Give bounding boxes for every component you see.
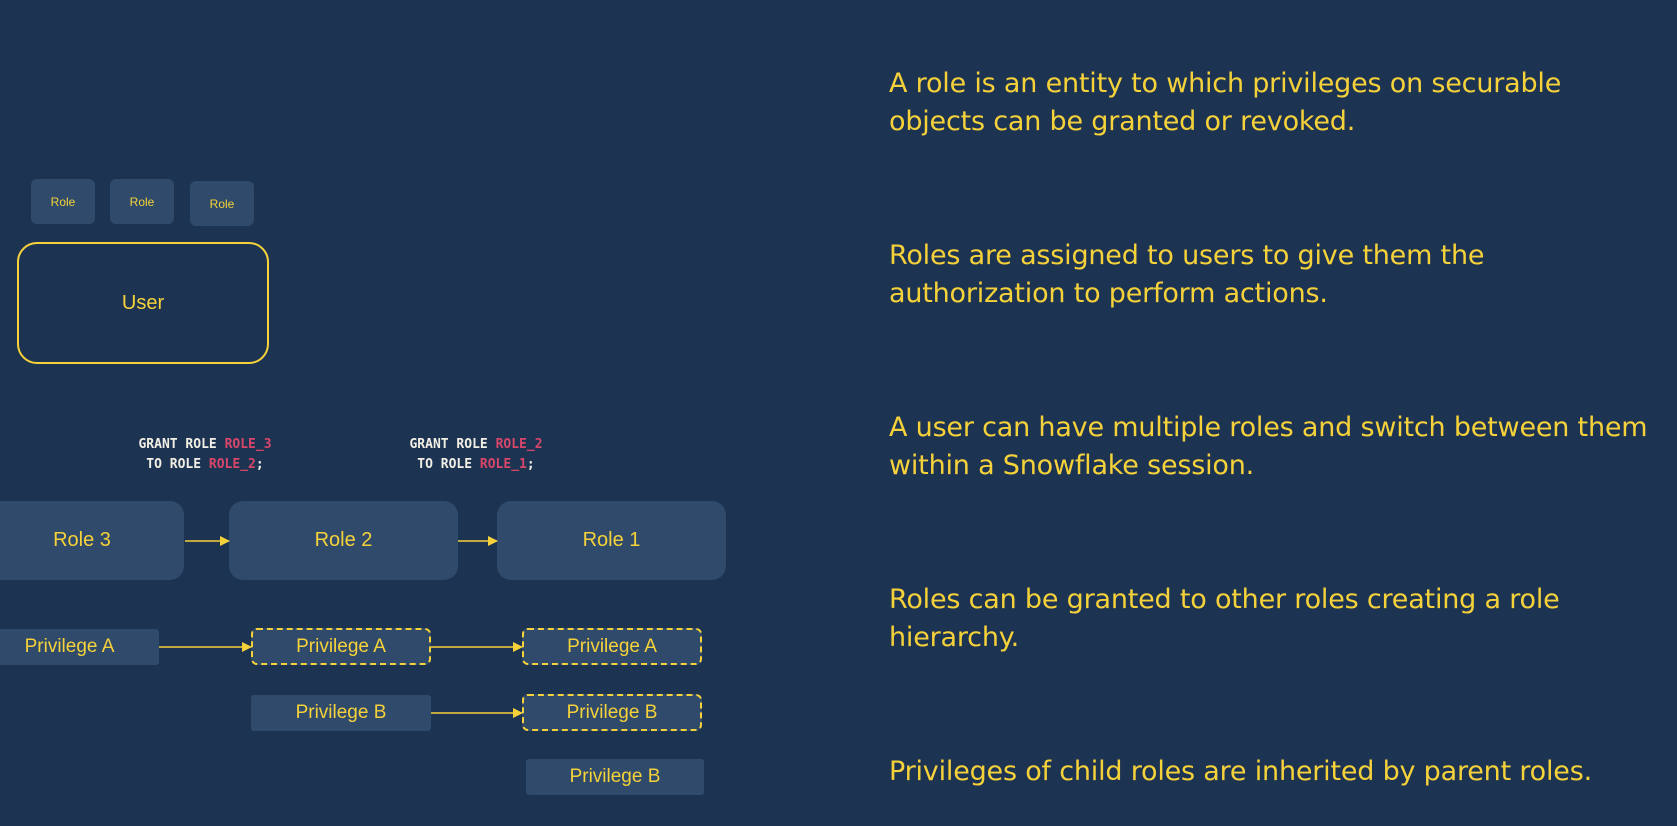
role-3-box: Role 3: [0, 501, 184, 580]
statement-5: Privileges of child roles are inherited …: [889, 756, 1592, 787]
grant-terminator: ;: [255, 457, 264, 472]
statement-2: Roles are assigned to users to give them…: [889, 240, 1485, 309]
grant-statement-1: GRANT ROLE ROLE_3 TO ROLE ROLE_2;: [120, 435, 290, 475]
grant-keyword: GRANT ROLE: [138, 437, 225, 452]
grant-statement-2: GRANT ROLE ROLE_2 TO ROLE ROLE_1;: [391, 435, 561, 475]
role3-privilege-a: Privilege A: [0, 629, 159, 665]
role1-privilege-b-inherited: Privilege B: [522, 694, 702, 731]
grant-role-id: ROLE_2: [495, 437, 543, 452]
role-chip-1: Role: [31, 179, 95, 224]
role2-privilege-b: Privilege B: [251, 695, 431, 731]
role1-privilege-a-inherited: Privilege A: [522, 628, 702, 665]
statement-3: A user can have multiple roles and switc…: [889, 412, 1648, 481]
role2-privilege-a-inherited: Privilege A: [251, 628, 431, 665]
role-chip-2: Role: [110, 179, 174, 224]
grant-role-id: ROLE_1: [479, 457, 527, 472]
grant-keyword: TO ROLE: [146, 457, 209, 472]
grant-terminator: ;: [526, 457, 535, 472]
user-box: User: [17, 242, 269, 364]
grant-role-id: ROLE_3: [224, 437, 272, 452]
role-chip-3: Role: [190, 181, 254, 226]
grant-keyword: TO ROLE: [417, 457, 480, 472]
role1-privilege-b: Privilege B: [526, 759, 704, 795]
statement-4: Roles can be granted to other roles crea…: [889, 584, 1560, 653]
grant-role-id: ROLE_2: [208, 457, 256, 472]
statement-1: A role is an entity to which privileges …: [889, 68, 1562, 137]
grant-keyword: GRANT ROLE: [409, 437, 496, 452]
role-2-box: Role 2: [229, 501, 458, 580]
role-1-box: Role 1: [497, 501, 726, 580]
